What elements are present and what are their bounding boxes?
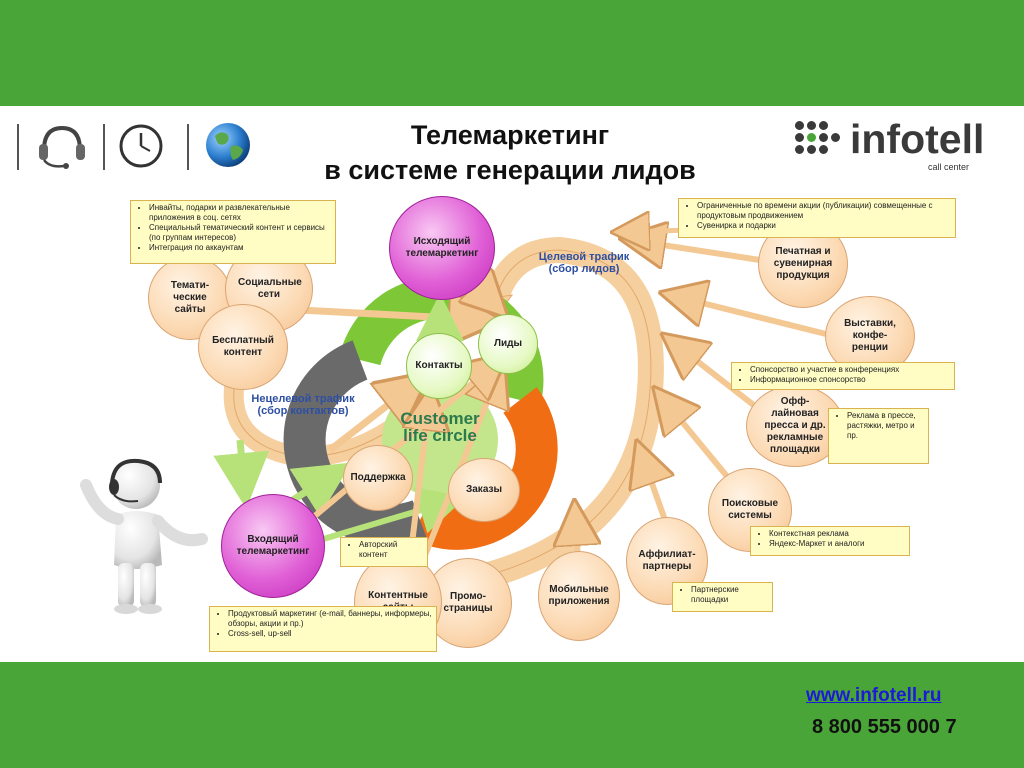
- clock-icon: [119, 124, 163, 168]
- outbound-telemarketing-node: Исходящий телемаркетинг: [389, 196, 495, 300]
- print-tactics-box: Ограниченные по времени акции (публикаци…: [678, 198, 956, 238]
- separator: [17, 124, 19, 170]
- inbound-telemarketing-node: Входящий телемаркетинг: [221, 494, 325, 598]
- offline-press-node: Офф-лайновая пресса и др. рекламные площ…: [746, 385, 844, 467]
- page-subtitle: в системе генерации лидов: [324, 155, 696, 185]
- page-title: Телемаркетинг: [410, 120, 610, 150]
- website-link[interactable]: www.infotell.ru: [806, 685, 942, 706]
- support-node: Поддержка: [343, 445, 413, 511]
- orders-node: Заказы: [448, 458, 520, 522]
- product-marketing-box: Продуктовый маркетинг (e-mail, баннеры, …: [209, 606, 437, 652]
- press-tactics-box: Реклама в прессе, растяжки, метро и пр.: [828, 408, 929, 464]
- logo-name: infotell: [850, 116, 985, 162]
- separator: [187, 124, 189, 170]
- globe-icon: [206, 123, 250, 167]
- contacts-node: Контакты: [406, 333, 472, 399]
- mobile-apps-node: Мобильные приложения: [538, 551, 620, 641]
- phone-number: 8 800 555 000 7: [812, 716, 957, 738]
- free-content-node: Бесплатный контент: [198, 304, 288, 390]
- search-tactics-box: Контекстная реклама Яндекс-Маркет и анал…: [750, 526, 910, 556]
- customer-life-circle-label: Customer life circle: [400, 409, 480, 445]
- operator-figure: [80, 458, 208, 614]
- separator: [103, 124, 105, 170]
- exhibition-tactics-box: Спонсорство и участие в конференциях Инф…: [731, 362, 955, 390]
- header-band: [0, 0, 1024, 106]
- affiliate-tactics-box: Партнерские площадки: [672, 582, 773, 612]
- leads-node: Лиды: [478, 314, 538, 374]
- target-traffic-label: Целевой трафик (сбор лидов): [538, 251, 630, 275]
- logo-subtitle: call center: [928, 162, 970, 172]
- nontarget-traffic-label: Нецелевой трафик (сбор контактов): [251, 393, 355, 417]
- social-tactics-box: Инвайты, подарки и развлекательные прило…: [130, 200, 336, 264]
- author-content-box: Авторский контент: [340, 537, 428, 567]
- headset-icon: [39, 125, 85, 169]
- footer-band: [0, 662, 1024, 768]
